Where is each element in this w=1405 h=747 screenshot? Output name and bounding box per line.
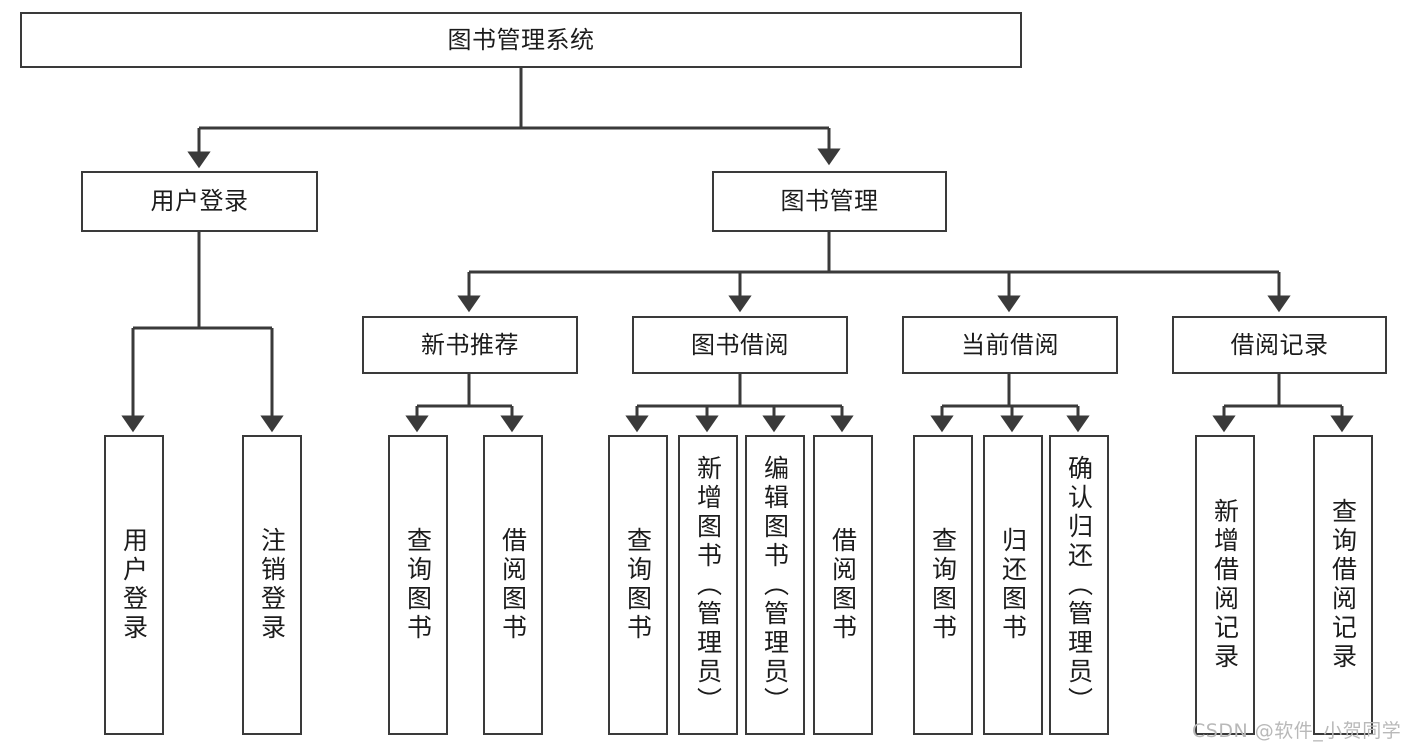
node-label: 注销登录 (257, 527, 287, 643)
node-borrow-record[interactable]: 借阅记录 (1172, 316, 1387, 374)
leaf-return-book[interactable]: 归还图书 (983, 435, 1043, 735)
leaf-query-borrow-record[interactable]: 查询借阅记录 (1313, 435, 1373, 735)
node-label: 借阅图书 (498, 527, 528, 643)
node-label: 查询图书 (623, 527, 653, 643)
csdn-watermark: CSDN @软件_小贺同学 (1192, 720, 1402, 742)
node-book-management[interactable]: 图书管理 (712, 171, 947, 232)
node-label: 图书管理系统 (447, 25, 595, 54)
leaf-query-book-current[interactable]: 查询图书 (913, 435, 973, 735)
node-label: 新书推荐 (421, 330, 519, 359)
leaf-add-borrow-record[interactable]: 新增借阅记录 (1195, 435, 1255, 735)
node-label: 确认归还（管理员） (1064, 454, 1094, 716)
node-label: 查询图书 (928, 527, 958, 643)
leaf-borrow-book-recommend[interactable]: 借阅图书 (483, 435, 543, 735)
node-current-borrow[interactable]: 当前借阅 (902, 316, 1118, 374)
node-user-login[interactable]: 用户登录 (81, 171, 318, 232)
node-label: 新增图书（管理员） (693, 454, 723, 716)
node-label: 编辑图书（管理员） (760, 454, 790, 716)
node-label: 图书管理 (780, 187, 879, 216)
leaf-query-book-borrow[interactable]: 查询图书 (608, 435, 668, 735)
node-label: 归还图书 (998, 527, 1028, 643)
leaf-edit-book-admin[interactable]: 编辑图书（管理员） (745, 435, 805, 735)
leaf-query-book-recommend[interactable]: 查询图书 (388, 435, 448, 735)
node-label: 查询图书 (403, 527, 433, 643)
node-label: 借阅图书 (828, 527, 858, 643)
node-new-book-recommend[interactable]: 新书推荐 (362, 316, 578, 374)
leaf-user-login[interactable]: 用户登录 (104, 435, 164, 735)
node-label: 图书借阅 (691, 330, 789, 359)
leaf-add-book-admin[interactable]: 新增图书（管理员） (678, 435, 738, 735)
node-label: 借阅记录 (1230, 330, 1329, 359)
node-label: 新增借阅记录 (1210, 498, 1240, 672)
leaf-borrow-book[interactable]: 借阅图书 (813, 435, 873, 735)
leaf-user-logout[interactable]: 注销登录 (242, 435, 302, 735)
node-label: 当前借阅 (961, 330, 1059, 359)
node-book-borrow[interactable]: 图书借阅 (632, 316, 848, 374)
node-label: 用户登录 (119, 527, 149, 643)
node-label: 用户登录 (150, 187, 249, 216)
node-label: 查询借阅记录 (1328, 498, 1358, 672)
node-root-system[interactable]: 图书管理系统 (20, 12, 1022, 68)
leaf-confirm-return-admin[interactable]: 确认归还（管理员） (1049, 435, 1109, 735)
